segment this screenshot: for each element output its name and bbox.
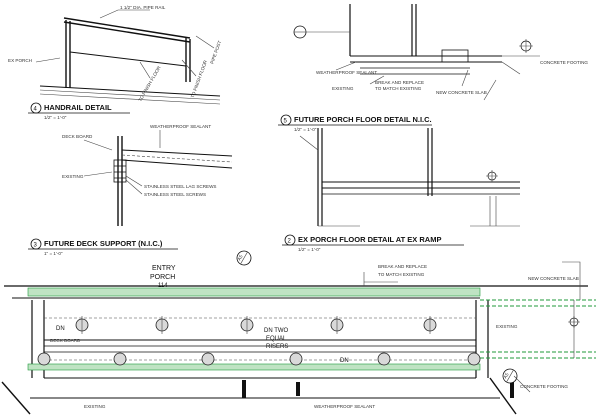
note-deck-board: DECK BOARD <box>62 134 93 139</box>
stair-note-3: RISERS <box>266 344 288 350</box>
dn-label-2: DN <box>340 358 349 364</box>
plan-green-strip-top <box>27 287 481 297</box>
room-name-2: PORCH <box>150 274 175 281</box>
note-footing: CONCRETE FOOTING <box>540 60 588 65</box>
note-break-replace: BREAK AND REPLACE <box>375 80 424 85</box>
plan-note-existing: EXISTING <box>496 324 518 329</box>
note-stainless-1: STAINLESS STEEL LAG SCREWS <box>144 184 217 189</box>
plan-green-strip-bottom <box>27 363 481 371</box>
note-existing-2: EXISTING <box>332 86 354 91</box>
deck-support-detail: DECK BOARD EXISTING STAINLESS STEEL LAG … <box>28 124 233 256</box>
plan-note-match: TO MATCH EXISTING <box>378 272 425 277</box>
porch-floor-detail: 5 FUTURE PORCH FLOOR DETAIL N.I.C. 1/2" … <box>278 114 520 227</box>
note-new-slab: NEW CONCRETE SLAB <box>436 90 487 95</box>
section-marker: A5 <box>237 250 252 266</box>
note-to-match: TO MATCH EXISTING <box>375 86 422 91</box>
note-stainless-2: STAINLESS STEEL SCREWS <box>144 192 206 197</box>
detail-3-scale: 1" = 1'-0" <box>44 251 63 256</box>
plan-note-break: BREAK AND REPLACE <box>378 264 427 269</box>
note-existing-3: EXISTING <box>62 174 84 179</box>
stair-note-1: DN TWO <box>264 328 289 334</box>
detail-5-scale: 1/2" = 1'-0" <box>294 127 317 132</box>
porch-plan: ENTRY PORCH 114 DN DN DN TWO EQUAL RISER… <box>1 250 596 415</box>
wall-section-detail: WEATHERPROOF SEALANT EXISTING BREAK AND … <box>293 4 588 101</box>
detail-3-number: 3 <box>34 243 38 249</box>
detail-2-title-block: 2 EX PORCH FLOOR DETAIL AT EX RAMP 1/2" … <box>282 234 464 252</box>
handrail-detail: 1 1/2" DIA. PIPE RAIL EX PORCH TO FINISH… <box>8 5 222 120</box>
detail-4-scale: 1/2" = 1'-0" <box>44 115 67 120</box>
note-rail-post: PIPE POST <box>209 40 222 65</box>
plan-note-existing-2: EXISTING <box>84 404 106 409</box>
note-rail-top: 1 1/2" DIA. PIPE RAIL <box>120 5 166 10</box>
room-name: ENTRY <box>152 265 176 272</box>
section-marker-2: A5 <box>503 368 518 384</box>
detail-3-title: FUTURE DECK SUPPORT (N.I.C.) <box>44 239 163 248</box>
note-to-floor-2: TO FINISH FLOOR <box>190 59 209 99</box>
detail-2-title: EX PORCH FLOOR DETAIL AT EX RAMP <box>298 235 441 244</box>
room-number: 114 <box>158 283 168 289</box>
note-weather-2: WEATHERPROOF SEALANT <box>316 70 377 75</box>
detail-5-number: 5 <box>284 119 288 125</box>
note-weather: WEATHERPROOF SEALANT <box>150 124 211 129</box>
detail-5-title: FUTURE PORCH FLOOR DETAIL N.I.C. <box>294 115 432 124</box>
plan-note-slab: NEW CONCRETE SLAB <box>528 276 579 281</box>
detail-2-scale: 1/2" = 1'-0" <box>298 247 321 252</box>
section-ref-2: A5 <box>503 372 510 380</box>
plan-note-weather: WEATHERPROOF SEALANT <box>314 404 375 409</box>
detail-4-title: HANDRAIL DETAIL <box>44 103 112 112</box>
dn-label-1: DN <box>56 326 65 332</box>
note-ex-porch: EX PORCH <box>8 58 32 63</box>
detail-4-number: 4 <box>34 107 38 113</box>
plan-note-footing: CONCRETE FOOTING <box>520 384 568 389</box>
section-ref: A5 <box>237 254 244 262</box>
detail-2-number: 2 <box>288 239 292 245</box>
stair-note-2: EQUAL <box>266 336 287 342</box>
plan-note-deck: DECK BOARD <box>50 338 81 343</box>
